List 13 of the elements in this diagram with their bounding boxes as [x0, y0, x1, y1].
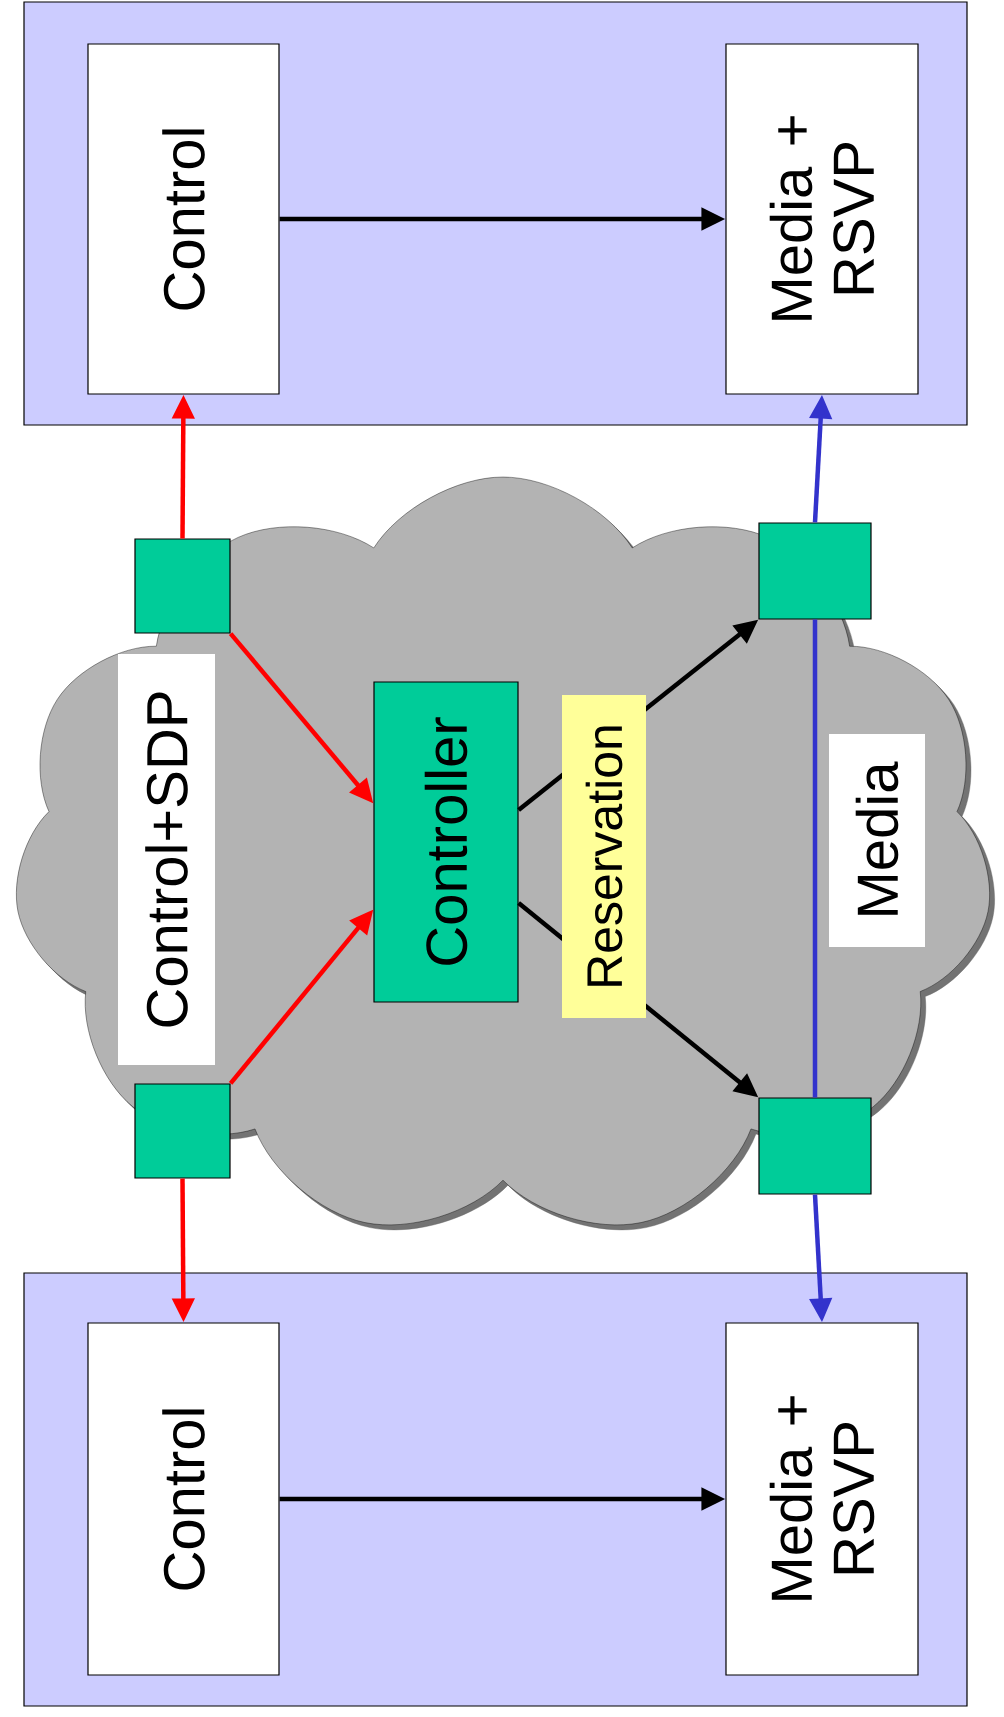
square-box — [758, 522, 872, 620]
square-box — [134, 1083, 231, 1179]
text-label: Control+SDP — [118, 654, 215, 1065]
text-label: Media — [829, 734, 925, 947]
process-box: Controller — [373, 681, 519, 1003]
process-box: Media + RSVP — [725, 43, 919, 395]
process-box: Control — [87, 43, 280, 395]
connector-line — [812, 619, 818, 1098]
text-label: Reservation — [562, 695, 646, 1018]
process-box: Media + RSVP — [725, 1322, 919, 1676]
process-box: Control — [87, 1322, 280, 1676]
square-box — [758, 1097, 872, 1195]
square-box — [134, 538, 231, 634]
